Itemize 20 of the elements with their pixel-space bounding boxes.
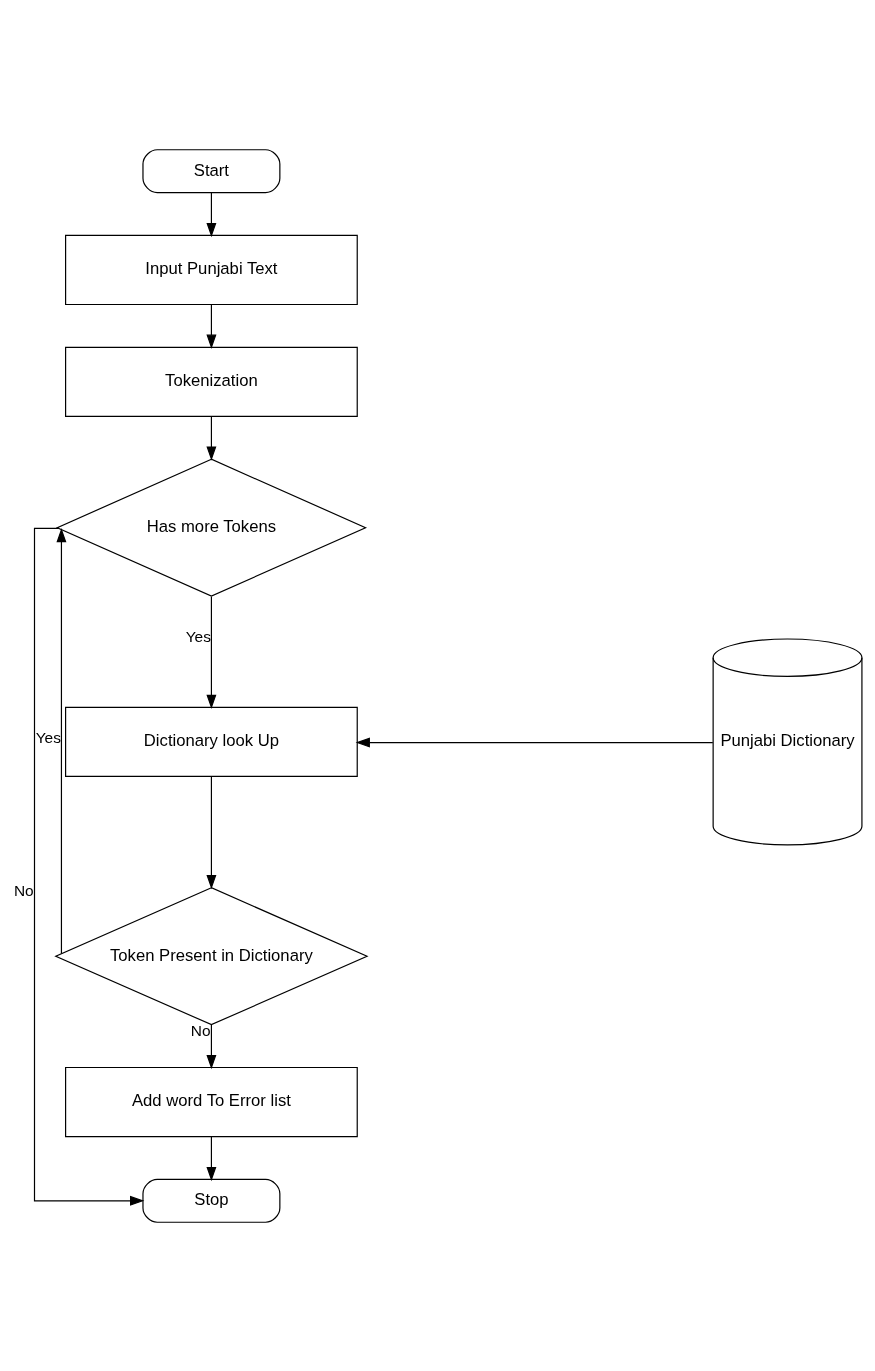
node-diamond: Token Present in Dictionary [54,886,369,1025]
edge-label: Yes [185,627,211,645]
node-box: Start [142,148,281,193]
node-box: Tokenization [65,346,358,417]
arrow [206,191,217,237]
arrow [206,595,217,709]
arrow [206,415,217,461]
arrow [206,1135,217,1181]
arrow [355,737,714,748]
node-box: Dictionary look Up [65,706,358,777]
arrow [206,775,217,889]
edge-label: No [13,881,34,899]
arrow [206,1023,217,1069]
arrow [206,303,217,349]
node-box: Add word To Error list [65,1066,358,1137]
arrow [56,527,67,954]
node-box: Stop [142,1178,281,1223]
arrow [33,527,145,1206]
edge-label: Yes [35,728,61,746]
node-box: Input Punjabi Text [65,234,358,305]
